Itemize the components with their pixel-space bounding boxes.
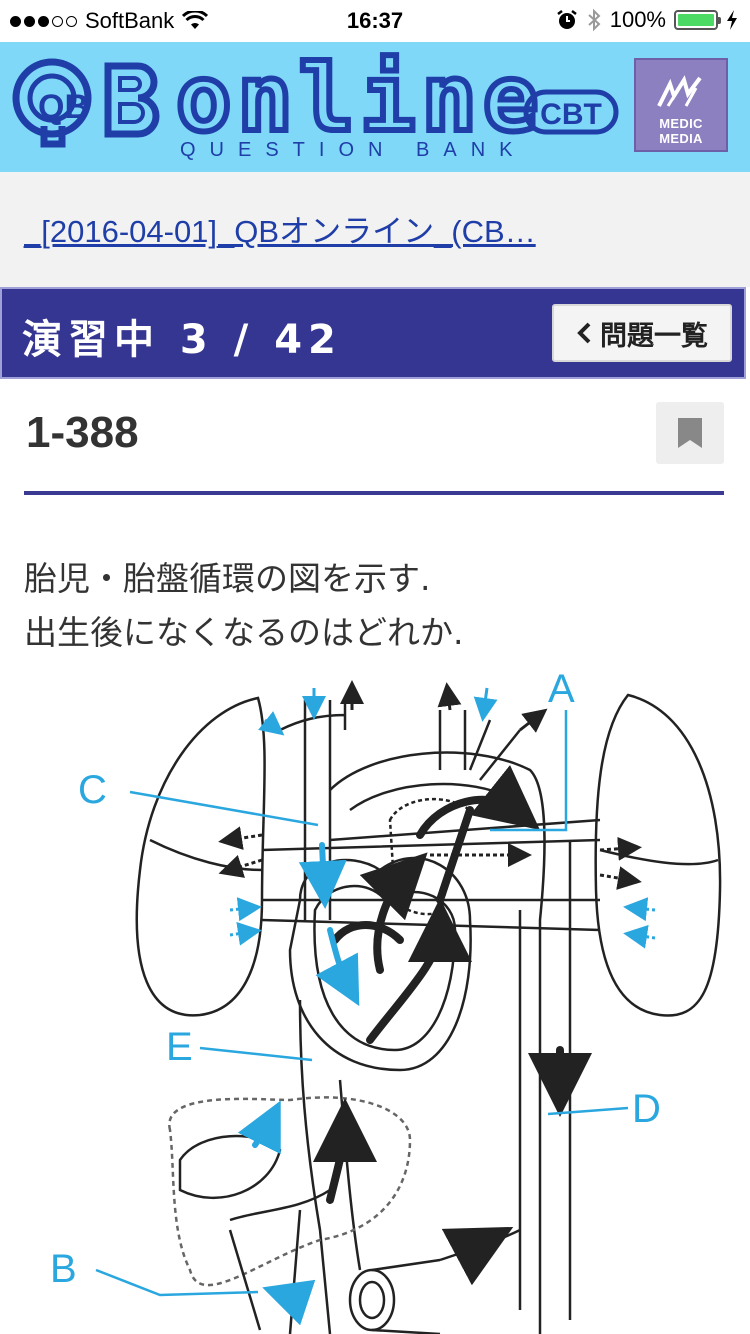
figure-label-b: B <box>50 1247 77 1291</box>
question-line: 出生後になくなるのはどれか. <box>24 613 464 652</box>
status-bar: SoftBank 16:37 100% <box>0 0 750 42</box>
figure-label-e: E <box>166 1025 193 1069</box>
bookmark-icon <box>678 418 702 448</box>
left-lung <box>594 693 722 1017</box>
clock-time: 16:37 <box>346 8 404 33</box>
question-list-button[interactable]: 問題一覧 <box>552 304 732 362</box>
breadcrumb-link[interactable]: _[2016-04-01]_QBオンライン_(CB… <box>24 214 536 249</box>
question-divider <box>24 491 724 495</box>
signal-strength-icon <box>10 15 77 27</box>
carrier-name: SoftBank <box>85 8 175 33</box>
battery-percent: 100% <box>609 7 666 32</box>
breadcrumb-bar: _[2016-04-01]_QBオンライン_(CB… <box>0 172 750 287</box>
bluetooth-icon <box>588 8 601 32</box>
practice-progress-title: 演習中 3 / 42 <box>22 317 342 363</box>
right-lung <box>135 696 266 1017</box>
figure-label-d: D <box>632 1087 661 1131</box>
question-list-label: 問題一覧 <box>600 320 708 352</box>
wifi-icon <box>182 11 209 29</box>
liver-region <box>168 1096 412 1287</box>
question-number: 1-388 <box>26 408 139 457</box>
status-right: 100% <box>556 7 738 33</box>
charging-icon <box>727 10 737 30</box>
medic-media-logo: MEDIC MEDIA <box>634 58 728 152</box>
svg-text:QB: QB <box>38 88 89 126</box>
medic-media-mark-icon <box>657 75 702 107</box>
question-line: 胎児・胎盤循環の図を示す. <box>24 559 431 598</box>
question-text: 胎児・胎盤循環の図を示す. 出生後になくなるのはどれか. <box>24 552 724 660</box>
status-left: SoftBank <box>10 8 209 34</box>
qb-online-logo: QB online QUESTION BANK CBT <box>12 52 619 161</box>
chevron-left-icon <box>577 322 591 344</box>
practice-progress-bar: 演習中 3 / 42 問題一覧 <box>0 287 746 379</box>
fetal-circulation-diagram: C A E D B <box>50 670 722 1334</box>
svg-text:online: online <box>176 52 544 152</box>
alarm-icon <box>556 10 577 29</box>
publisher-name: MEDIC MEDIA <box>659 116 703 146</box>
figure-label-c: C <box>78 768 107 812</box>
svg-text:CBT: CBT <box>540 98 602 131</box>
battery-icon <box>674 10 721 30</box>
figure-label-a: A <box>548 670 575 711</box>
app-header: QB online QUESTION BANK CBT MEDIC MEDIA <box>0 42 750 172</box>
bookmark-button[interactable] <box>656 402 724 464</box>
svg-text:QUESTION BANK: QUESTION BANK <box>180 139 526 161</box>
